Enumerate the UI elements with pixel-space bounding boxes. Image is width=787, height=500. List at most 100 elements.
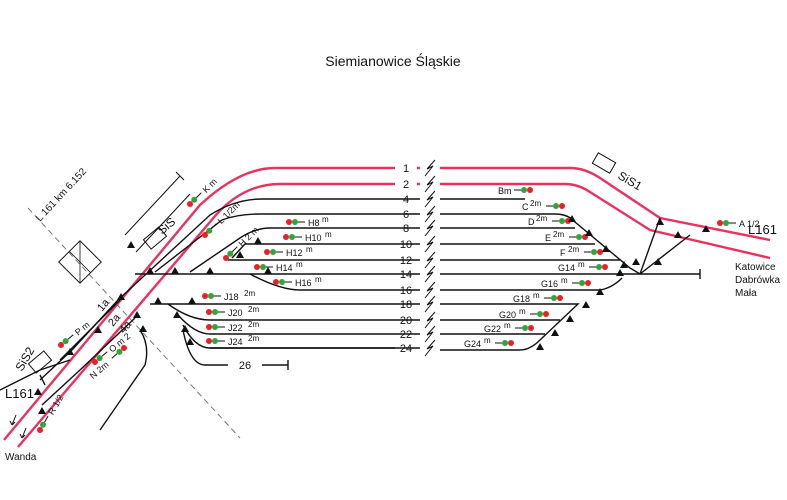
track-26-end bbox=[262, 360, 289, 370]
main-track-2-west bbox=[17, 182, 420, 448]
signal-green-light bbox=[289, 234, 295, 240]
track-1a-stub bbox=[39, 299, 119, 386]
signal-suffix: 2m bbox=[568, 245, 579, 254]
track-label-14: 14 bbox=[400, 269, 412, 281]
signal-green-light bbox=[551, 295, 557, 301]
km-marker-line bbox=[27, 207, 241, 439]
signal-green-light bbox=[521, 187, 527, 193]
switch-icon bbox=[596, 288, 604, 295]
signal-green-light bbox=[212, 309, 218, 315]
track-label-8: 8 bbox=[403, 223, 409, 235]
signal-suffix: m bbox=[306, 245, 313, 254]
track-break-icon bbox=[424, 281, 436, 299]
signal-suffix: m bbox=[578, 260, 585, 269]
signal-green-light bbox=[553, 203, 559, 209]
switch-icon bbox=[38, 407, 46, 414]
signal-red-light bbox=[717, 220, 723, 226]
crossing-icon bbox=[58, 240, 102, 284]
track-16-east bbox=[440, 277, 623, 291]
signal-red-light bbox=[58, 342, 64, 348]
track-label-16: 16 bbox=[400, 285, 412, 297]
track-break-icon bbox=[424, 311, 436, 329]
direction-arrow-icon bbox=[9, 414, 17, 426]
track-label-12: 12 bbox=[400, 255, 412, 267]
destination-east-2: Dabrówka bbox=[735, 275, 780, 286]
track-label-2: 2 bbox=[403, 179, 409, 191]
switch-icon bbox=[206, 267, 214, 274]
signal-label: J20 bbox=[228, 308, 243, 318]
platform-bracket bbox=[124, 171, 191, 253]
line-label-east: L161 bbox=[748, 222, 777, 237]
switch-icon bbox=[188, 297, 196, 304]
track-26 bbox=[182, 329, 228, 366]
switch-icon bbox=[620, 261, 628, 268]
switch-icon bbox=[139, 325, 147, 332]
track-20-west bbox=[167, 303, 420, 321]
track-break-icon bbox=[424, 205, 436, 223]
signal-suffix: m bbox=[296, 260, 303, 269]
signal-label: J22 bbox=[228, 323, 243, 333]
track-break-icon bbox=[424, 339, 436, 357]
signal-suffix: m bbox=[315, 275, 322, 284]
track-2a-stub bbox=[41, 317, 136, 406]
track-16-west bbox=[249, 273, 420, 291]
signal-label: G20 bbox=[499, 310, 516, 320]
track-22-west bbox=[177, 314, 420, 335]
switch-icon bbox=[154, 297, 162, 304]
signal-red-light bbox=[543, 311, 549, 317]
signal-green-light bbox=[292, 219, 298, 225]
signal-green-light bbox=[212, 338, 218, 344]
switch-icon bbox=[656, 218, 664, 225]
signal-suffix: 2m bbox=[530, 199, 541, 208]
building-sis1-box bbox=[591, 152, 617, 174]
main-track-2-east bbox=[440, 182, 771, 260]
signal-suffix: 2m bbox=[244, 289, 255, 298]
main-track-1-west bbox=[3, 166, 420, 441]
signal-label: H 2 m bbox=[237, 225, 261, 249]
signal-green-light bbox=[596, 264, 602, 270]
switch-icon bbox=[585, 229, 593, 236]
signal-green-light bbox=[579, 280, 585, 286]
destination-east-1: Katowice bbox=[735, 262, 776, 273]
switch-icon bbox=[536, 343, 544, 350]
diagram-title: Siemianowice Śląskie bbox=[325, 52, 461, 69]
switch-icon bbox=[127, 241, 135, 248]
track-label-bg bbox=[395, 161, 417, 175]
main-track-1-east bbox=[440, 166, 771, 242]
signal-label: H10 bbox=[305, 233, 322, 243]
signal-suffix: 2m bbox=[553, 230, 564, 239]
signal-label: H16 bbox=[295, 278, 312, 288]
signal-label: F bbox=[560, 248, 566, 258]
signal-r: R 1/2 bbox=[37, 393, 65, 433]
signal-red-light bbox=[557, 295, 563, 301]
track-label-20: 20 bbox=[400, 315, 412, 327]
signal-a: A 1/2 bbox=[717, 219, 760, 229]
switch-icon bbox=[186, 338, 194, 345]
track-break-icon bbox=[424, 219, 436, 237]
signal-red-light bbox=[273, 279, 279, 285]
signal-red-light bbox=[206, 338, 212, 344]
track-4a-stub bbox=[99, 329, 148, 431]
track-label-10: 10 bbox=[400, 239, 412, 251]
track-break-icon bbox=[424, 295, 436, 313]
signal-green-light bbox=[502, 340, 508, 346]
destination-west: Wanda bbox=[5, 452, 37, 463]
signal-green-light bbox=[62, 338, 69, 345]
signal-b: Bm bbox=[498, 186, 533, 196]
signal-green-light bbox=[191, 196, 198, 203]
signal-green-light bbox=[522, 325, 528, 331]
signal-red-light bbox=[92, 359, 98, 365]
signal-label: H8 bbox=[308, 218, 320, 228]
track-break-icon bbox=[424, 251, 436, 269]
signal-red-light bbox=[602, 264, 608, 270]
